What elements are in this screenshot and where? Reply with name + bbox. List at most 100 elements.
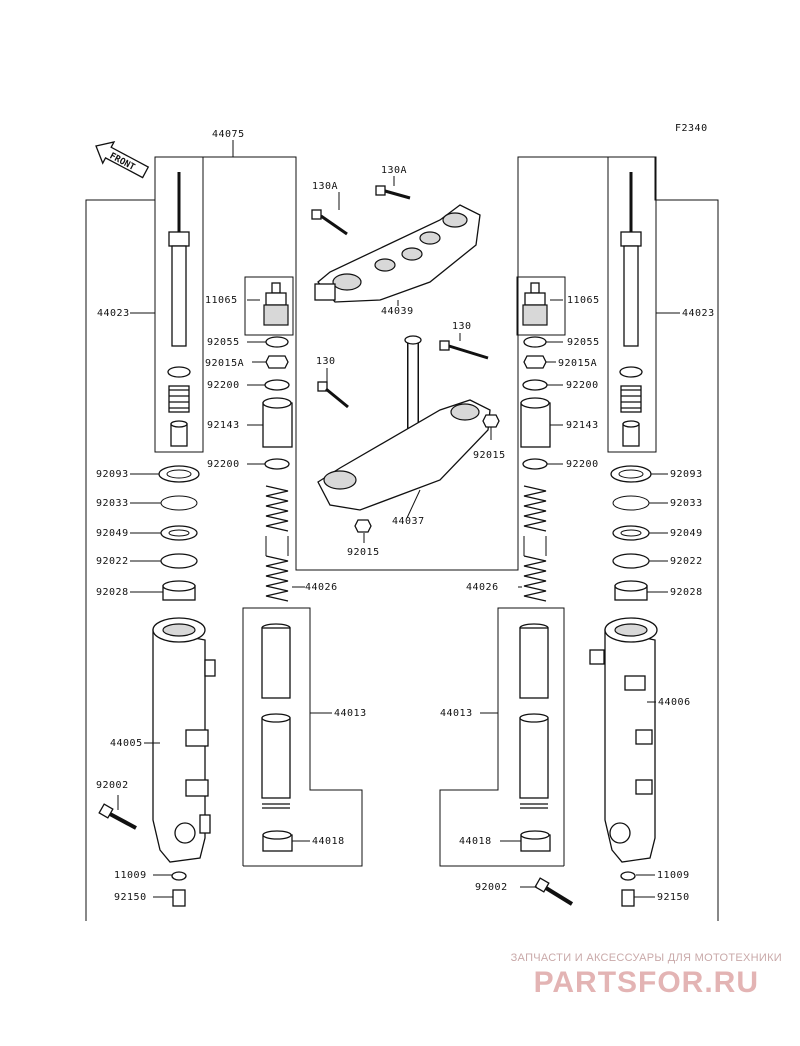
- left-fork-parts: [98, 172, 293, 907]
- label-right-44023: 44023: [682, 308, 715, 319]
- lower-bracket: [317, 335, 500, 533]
- part-labels: 44075 130A 130A 44039 130 130 92015 4403…: [96, 129, 715, 903]
- label-right-11065: 11065: [567, 295, 600, 306]
- label-right-11009: 11009: [657, 870, 690, 881]
- label-130A-1: 130A: [312, 181, 338, 192]
- assembly-frame: [85, 140, 719, 921]
- inner-tube-left: [261, 623, 291, 809]
- label-right-92002: 92002: [475, 882, 508, 893]
- label-right-92143: 92143: [566, 420, 599, 431]
- washer-right-a: [522, 379, 548, 391]
- nut-92015-2: [354, 519, 372, 533]
- label-right-92033: 92033: [670, 498, 703, 509]
- leader-lines: [117, 176, 680, 898]
- label-44075: 44075: [212, 129, 245, 140]
- drain-bolt-left: [172, 889, 186, 907]
- label-right-92015A: 92015A: [558, 358, 597, 369]
- bolt-right: [534, 877, 574, 906]
- label-130A-2: 130A: [381, 165, 407, 176]
- outer-tube-right: [589, 617, 658, 863]
- oil-seal-right: [610, 465, 652, 483]
- label-left-92028: 92028: [96, 587, 129, 598]
- spring-right: [523, 485, 547, 602]
- label-right-44026: 44026: [466, 582, 499, 593]
- watermark: ЗАПЧАСТИ И АКСЕССУАРЫ ДЛЯ МОТОТЕХНИКИ PA…: [511, 952, 782, 1000]
- label-right-92093: 92093: [670, 469, 703, 480]
- gasket-left: [171, 871, 187, 881]
- washer-seal-left: [160, 525, 198, 541]
- outer-tube-left: [152, 617, 216, 863]
- label-44039: 44039: [381, 306, 414, 317]
- label-left-92055: 92055: [207, 337, 240, 348]
- label-right-92049: 92049: [670, 528, 703, 539]
- label-left-92049: 92049: [96, 528, 129, 539]
- label-130-1: 130: [452, 321, 472, 332]
- washer-seal-right: [612, 525, 650, 541]
- diagram-code: F2340: [675, 123, 708, 134]
- bolt-left: [98, 803, 137, 830]
- upper-bracket: [311, 185, 481, 303]
- label-left-44013: 44013: [334, 708, 367, 719]
- o-ring-left: [265, 336, 289, 348]
- watermark-logo: PARTSFOR.RU: [533, 966, 760, 999]
- washer-right-b: [522, 458, 548, 470]
- label-right-92200b: 92200: [566, 459, 599, 470]
- gasket-right: [620, 871, 636, 881]
- label-92015-1: 92015: [473, 450, 506, 461]
- label-left-92150: 92150: [114, 892, 147, 903]
- damper-rod-right: [619, 172, 643, 447]
- bolt-130A-1: [311, 209, 348, 236]
- o-ring-right: [523, 336, 547, 348]
- watermark-tagline: ЗАПЧАСТИ И АКСЕССУАРЫ ДЛЯ МОТОТЕХНИКИ: [510, 952, 782, 964]
- label-left-11009: 11009: [114, 870, 147, 881]
- label-left-44005: 44005: [110, 738, 143, 749]
- label-left-92143: 92143: [207, 420, 240, 431]
- snap-ring-right: [612, 495, 650, 511]
- label-left-44023: 44023: [97, 308, 130, 319]
- label-92015-2: 92015: [347, 547, 380, 558]
- spacer-right: [520, 402, 551, 448]
- label-left-92093: 92093: [96, 469, 129, 480]
- bolt-130A-2: [375, 185, 411, 200]
- nut-left: [265, 355, 289, 369]
- bushing-left: [160, 553, 198, 569]
- bolt-130-1: [439, 340, 489, 360]
- label-130-2: 130: [316, 356, 336, 367]
- label-left-92033: 92033: [96, 498, 129, 509]
- bushing-right: [612, 553, 650, 569]
- label-right-92150: 92150: [657, 892, 690, 903]
- cap-bolt-left: [263, 282, 289, 326]
- bolt-130-2: [317, 381, 349, 409]
- inner-tube-right: [519, 623, 549, 809]
- nut-92015-1: [482, 414, 500, 428]
- label-left-11065: 11065: [205, 295, 238, 306]
- label-44037: 44037: [392, 516, 425, 527]
- front-arrow-icon: FRONT: [95, 141, 150, 179]
- label-left-92200b: 92200: [207, 459, 240, 470]
- label-left-44018: 44018: [312, 836, 345, 847]
- nut-right: [523, 355, 547, 369]
- spacer-left: [262, 402, 293, 448]
- washer-left-b: [264, 458, 290, 470]
- cap-bolt-right: [522, 282, 548, 326]
- right-fork-parts: [519, 172, 658, 907]
- oil-seal-left: [158, 465, 200, 483]
- label-left-92015A: 92015A: [205, 358, 244, 369]
- label-left-92002: 92002: [96, 780, 129, 791]
- snap-ring-left: [160, 495, 198, 511]
- label-right-92028: 92028: [670, 587, 703, 598]
- label-left-92200a: 92200: [207, 380, 240, 391]
- label-left-44026: 44026: [305, 582, 338, 593]
- label-right-44013: 44013: [440, 708, 473, 719]
- label-right-44018: 44018: [459, 836, 492, 847]
- label-right-44006: 44006: [658, 697, 691, 708]
- label-left-92022: 92022: [96, 556, 129, 567]
- drain-bolt-right: [621, 889, 635, 907]
- label-right-92200a: 92200: [566, 380, 599, 391]
- label-right-92022: 92022: [670, 556, 703, 567]
- label-right-92055: 92055: [567, 337, 600, 348]
- washer-left-a: [264, 379, 290, 391]
- spring-left: [265, 485, 289, 602]
- damper-rod-left: [167, 172, 191, 447]
